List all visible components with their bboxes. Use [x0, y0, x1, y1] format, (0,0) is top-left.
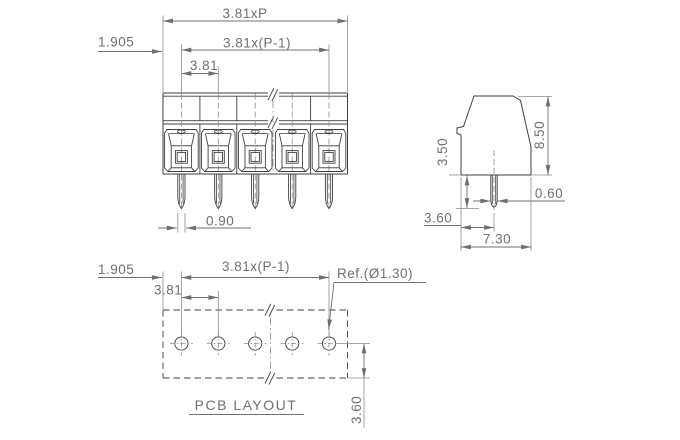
break-symbol-pcb: [264, 303, 276, 385]
side-view: 8.50 3.50 0.60 3.60 7.30: [424, 95, 565, 251]
pcb-hole: [280, 331, 305, 356]
front-view: 3.81xP 3.81x(P-1) 3.81 1.905 0.90: [98, 6, 348, 233]
screw-cavity: [164, 129, 199, 172]
dim-pitch: 3.81: [190, 58, 218, 73]
break-symbol-front: [267, 88, 279, 172]
dim-pin-length: 3.50: [435, 138, 450, 166]
pcb-layout-view: 1.905 3.81x(P-1) 3.81 Ref.(Ø1.30) 3.60 P…: [98, 259, 426, 428]
dim-half-pitch: 1.905: [98, 35, 134, 50]
dim-pin-width: 0.90: [206, 214, 234, 229]
screw-cavity: [201, 129, 236, 172]
dim-span: 3.81x(P-1): [223, 36, 291, 51]
dim-pin-thickness: 0.60: [535, 186, 563, 201]
dim-hole-ref: Ref.(Ø1.30): [337, 266, 413, 281]
dim-total-width: 3.81xP: [222, 6, 267, 21]
dim-pin-to-front: 3.60: [424, 211, 452, 226]
dim-span-pcb: 3.81x(P-1): [222, 259, 290, 274]
cell-walls: [199, 96, 312, 174]
screw-cavity: [237, 129, 273, 172]
screw-cavity: [274, 129, 310, 172]
dim-pitch-pcb: 3.81: [154, 283, 182, 298]
pcb-layout-label: PCB LAYOUT: [195, 397, 298, 413]
pcb-hole: [243, 331, 268, 356]
dim-body-height: 8.50: [532, 121, 547, 149]
dim-half-pitch-pcb: 1.905: [98, 262, 134, 277]
dim-body-depth: 7.30: [483, 232, 511, 247]
screw-cavity: [311, 129, 347, 172]
dim-row-to-edge: 3.60: [349, 396, 364, 424]
